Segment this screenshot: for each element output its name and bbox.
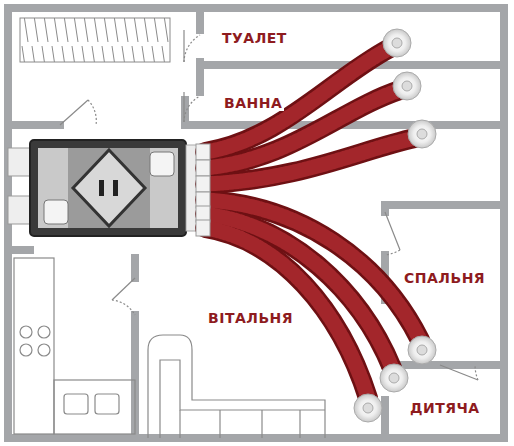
recuperator (8, 140, 206, 236)
radiator (20, 18, 170, 62)
diffusers (354, 29, 436, 422)
doors (60, 30, 478, 380)
sofa (148, 335, 325, 438)
room-label: ДИТЯЧА (408, 400, 482, 416)
room-label: СПАЛЬНЯ (402, 270, 487, 286)
room-label: ВАННА (222, 95, 284, 111)
ducts (205, 48, 420, 398)
room-label: ВІТАЛЬНЯ (206, 310, 295, 326)
walls (8, 8, 504, 438)
room-label: ТУАЛЕТ (220, 30, 289, 46)
kitchen (14, 258, 135, 434)
duct-fittings (196, 144, 210, 236)
